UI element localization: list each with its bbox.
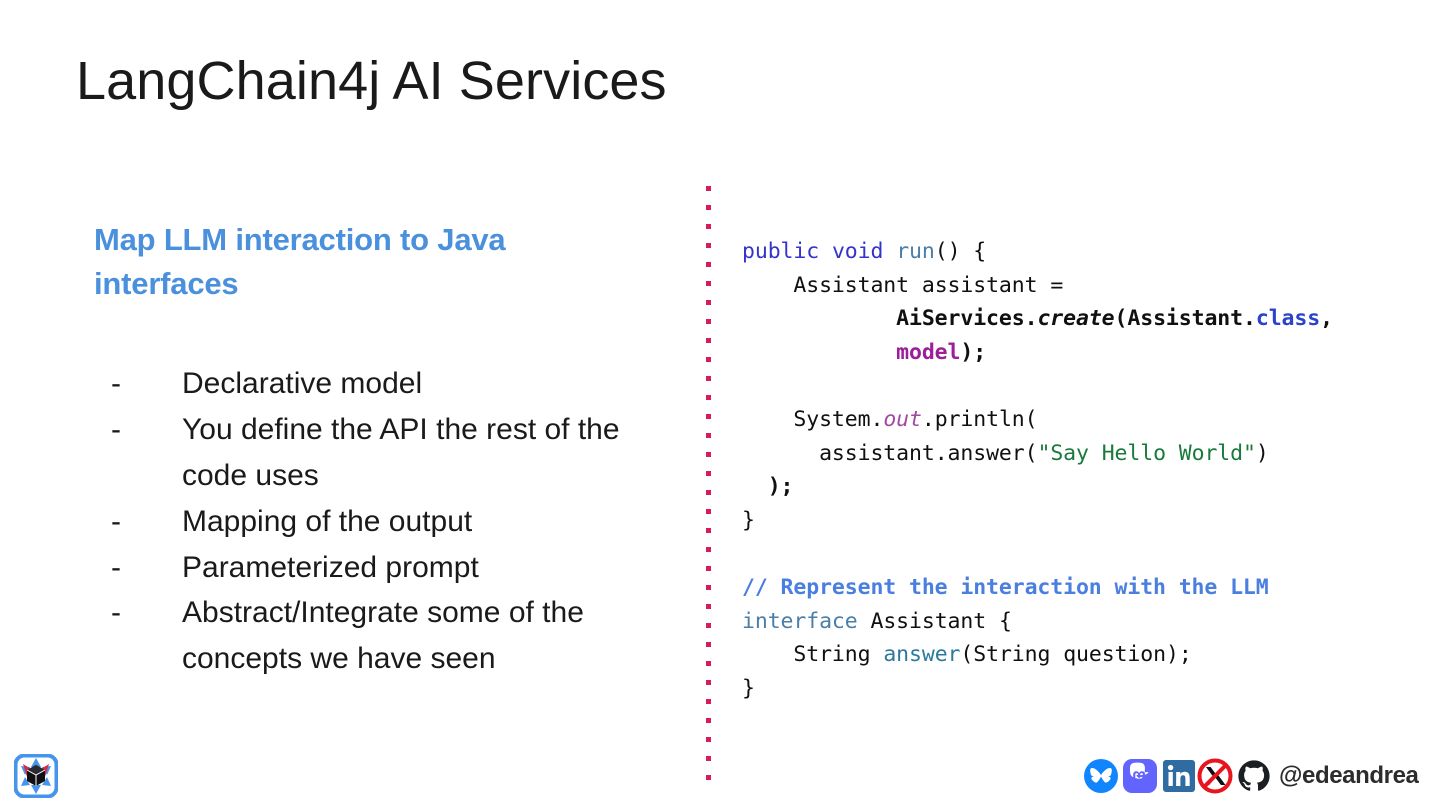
code-token-type-string-2: String <box>973 642 1051 668</box>
bullet-dash-icon: - <box>111 504 121 538</box>
code-token-method-answer-2: answer <box>883 642 961 668</box>
code-token-type-assistant-2: Assistant <box>1127 306 1243 332</box>
code-token-type-string: String <box>793 642 871 668</box>
github-icon[interactable] <box>1236 758 1272 794</box>
bullet-dash-icon: - <box>111 412 121 446</box>
list-item-label: You define the API the rest of the code … <box>182 412 620 492</box>
bluesky-icon[interactable] <box>1083 758 1119 794</box>
mastodon-icon[interactable] <box>1122 758 1158 794</box>
bullet-dash-icon: - <box>111 596 121 630</box>
code-token-keyword-class: class <box>1255 306 1321 332</box>
list-item: - You define the API the rest of the cod… <box>94 407 654 499</box>
code-token-string-literal: "Say Hello World" <box>1037 440 1256 466</box>
code-token-keyword-interface: interface <box>742 608 858 634</box>
code-token-type-system: System <box>793 406 871 432</box>
lead-heading: Map LLM interaction to Java interfaces <box>94 222 506 302</box>
list-item-label: Abstract/Integrate some of the concepts … <box>182 596 584 676</box>
quarkus-logo-icon <box>13 753 59 799</box>
bullet-list: - Declarative model - You define the API… <box>94 361 654 682</box>
code-token-class-aiservices: AiServices <box>896 306 1025 332</box>
list-item: - Abstract/Integrate some of the concept… <box>94 590 654 682</box>
bullet-dash-icon: - <box>111 550 121 584</box>
code-token-method-println: println <box>934 406 1025 432</box>
code-token-keyword-public: public <box>742 239 820 264</box>
code-token-param-question: question <box>1063 642 1166 668</box>
list-item-label: Declarative model <box>182 367 423 401</box>
code-token-method-answer: answer <box>947 440 1025 466</box>
list-item: - Parameterized prompt <box>94 545 654 591</box>
slide-title: LangChain4j AI Services <box>76 51 667 111</box>
bullet-dash-icon: - <box>111 367 121 401</box>
code-token-method-run: run <box>896 239 935 264</box>
code-panel: public void run() { Assistant assistant … <box>742 236 1412 706</box>
social-handle-label: @edeandrea <box>1279 762 1419 789</box>
code-token-field-out: out <box>883 406 922 432</box>
code-token-type-assistant: Assistant <box>793 272 909 298</box>
list-item: - Declarative model <box>94 361 654 407</box>
code-token-var-assistant: assistant <box>921 272 1038 298</box>
code-token-method-create: create <box>1037 306 1115 332</box>
list-item-label: Parameterized prompt <box>182 550 479 584</box>
list-item-label: Mapping of the output <box>182 504 473 538</box>
java-code-block: public void run() { Assistant assistant … <box>742 239 1333 701</box>
code-token-field-model: model <box>896 339 961 365</box>
code-token-keyword-void: void <box>831 239 884 264</box>
social-links-row: @edeandrea <box>1083 756 1419 796</box>
left-content-column: Map LLM interaction to Java interfaces -… <box>94 218 654 682</box>
x-twitter-disabled-icon[interactable] <box>1197 758 1233 794</box>
code-token-type-assistant-3: Assistant <box>870 608 987 634</box>
list-item: - Mapping of the output <box>94 499 654 545</box>
code-token-var-assistant-2: assistant <box>819 440 935 466</box>
code-token-comment: // Represent the interaction with the LL… <box>742 574 1269 600</box>
linkedin-icon[interactable] <box>1161 758 1197 794</box>
vertical-dotted-divider <box>706 186 711 788</box>
